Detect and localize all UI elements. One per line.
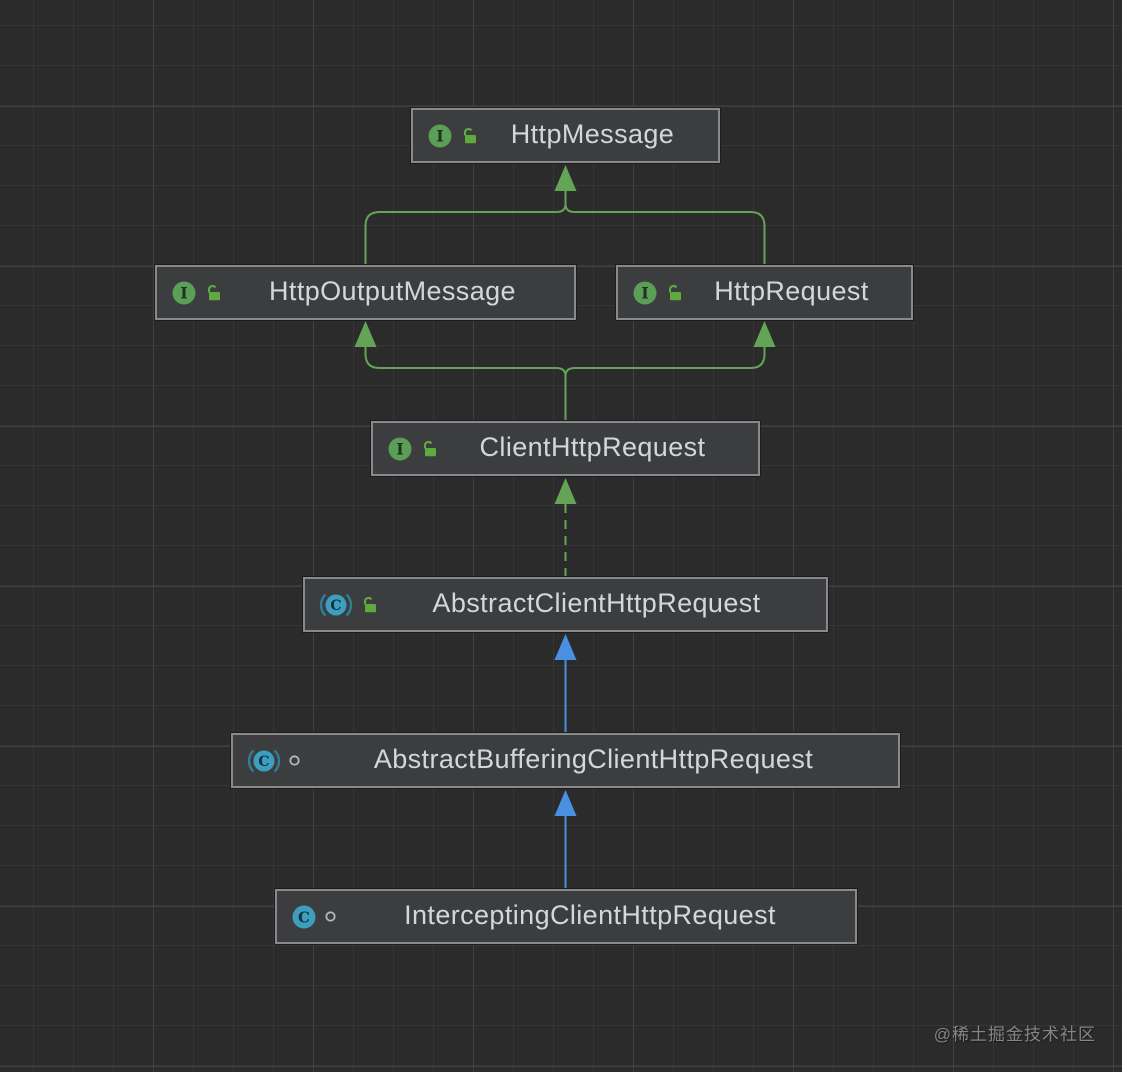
svg-text:C: C (330, 598, 341, 614)
edge-class-extension (554, 790, 577, 889)
class-node-label: AbstractClientHttpRequest (432, 587, 761, 618)
interface-icon: I (387, 436, 413, 462)
interface-icon: I (171, 280, 197, 306)
svg-text:C: C (258, 754, 269, 770)
class-node-abstractbufferingclienthttprequest[interactable]: C AbstractBufferingClientHttpRequest (231, 733, 900, 788)
class-node-httpmessage[interactable]: I HttpMessage (411, 108, 720, 163)
class-node-label: HttpMessage (510, 118, 675, 149)
class-node-label: HttpOutputMessage (269, 275, 516, 306)
class-node-httpoutputmessage[interactable]: I HttpOutputMessage (155, 265, 576, 320)
watermark: @稀土掘金技术社区 (933, 1025, 1096, 1044)
class-node-label: HttpRequest (714, 275, 869, 306)
edge-realization (554, 478, 577, 577)
svg-text:I: I (180, 283, 187, 302)
interface-icon: I (632, 280, 658, 306)
open-lock-icon (420, 439, 439, 458)
class-node-abstractclienthttprequest[interactable]: C AbstractClientHttpRequest (303, 577, 828, 632)
open-lock-icon (204, 283, 223, 302)
package-private-icon (288, 754, 301, 767)
abstract-class-icon: C (319, 592, 353, 618)
class-node-label: InterceptingClientHttpRequest (404, 899, 776, 930)
svg-text:I: I (396, 439, 403, 458)
class-icon: C (291, 904, 317, 930)
class-node-label: ClientHttpRequest (479, 431, 706, 462)
package-private-icon (324, 910, 337, 923)
class-node-label: AbstractBufferingClientHttpRequest (373, 743, 814, 774)
edge-class-extension (554, 634, 577, 733)
interface-icon: I (427, 123, 453, 149)
class-node-interceptingclienthttprequest[interactable]: C InterceptingClientHttpRequest (275, 889, 857, 944)
svg-text:C: C (298, 908, 310, 926)
edge-interface-extension (354, 321, 776, 421)
svg-text:I: I (641, 283, 648, 302)
open-lock-icon (360, 595, 379, 614)
edge-interface-extension (364, 165, 766, 265)
class-node-httprequest[interactable]: I HttpRequest (616, 265, 913, 320)
class-node-clienthttprequest[interactable]: I ClientHttpRequest (371, 421, 760, 476)
open-lock-icon (665, 283, 684, 302)
open-lock-icon (460, 126, 479, 145)
abstract-class-icon: C (247, 748, 281, 774)
svg-text:I: I (436, 126, 443, 145)
